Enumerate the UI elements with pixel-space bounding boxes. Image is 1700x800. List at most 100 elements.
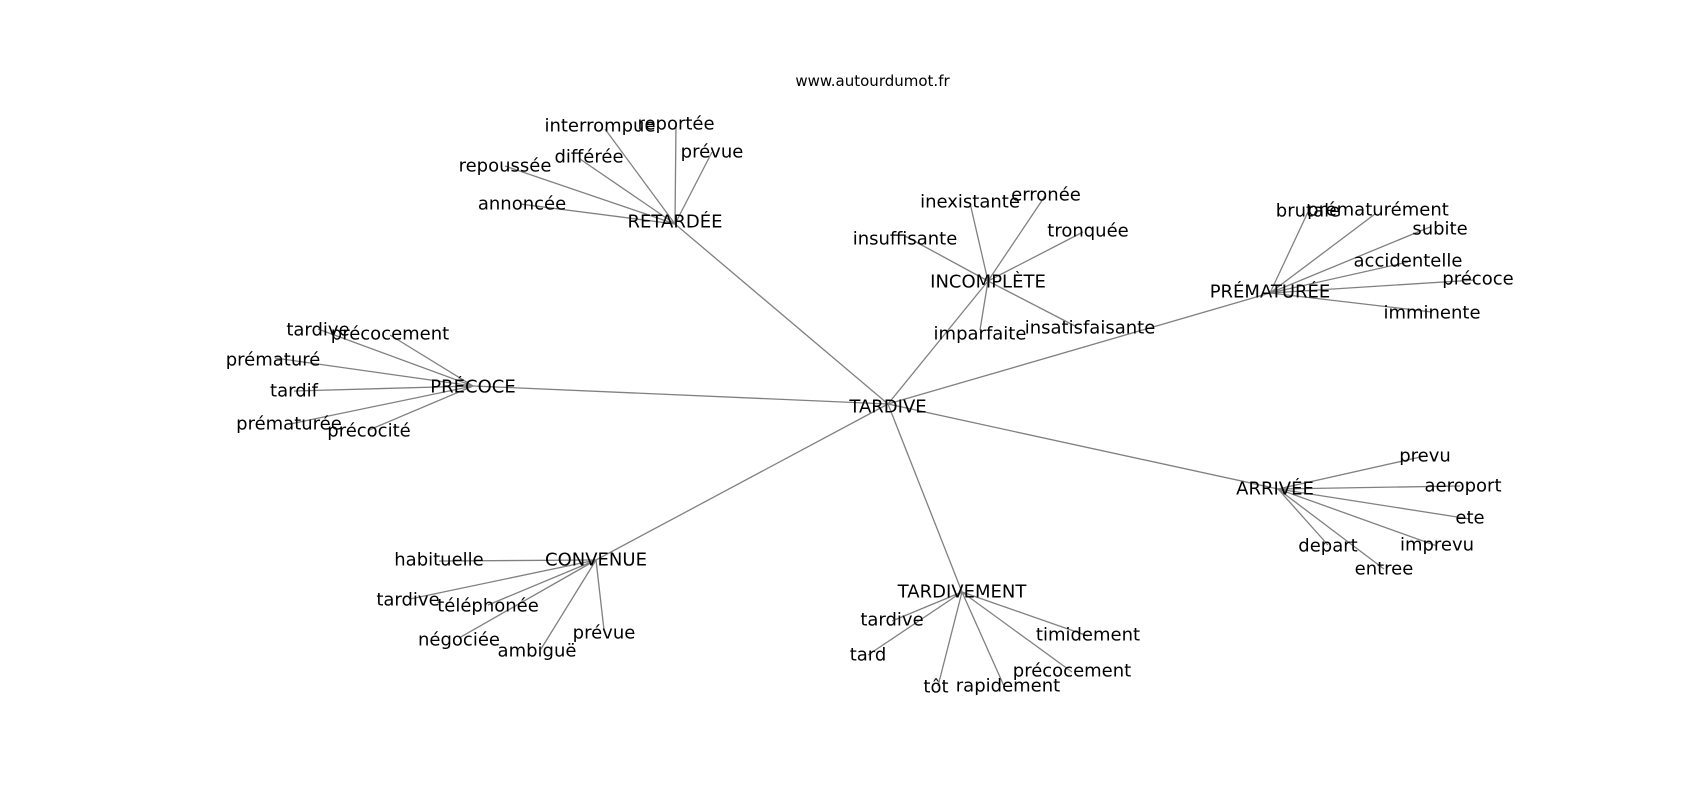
leaf-retardee-interrompue[interactable]: interrompue <box>544 116 655 137</box>
edge-root-tardivement <box>887 403 963 593</box>
leaf-prematuree-precoce[interactable]: précoce <box>1442 269 1513 290</box>
leaf-precoce-premature[interactable]: prématuré <box>226 350 321 371</box>
leaf-convenue-prevue[interactable]: prévue <box>573 623 636 644</box>
edge-convenue-tardive <box>409 559 597 600</box>
edge-retardee-reportee <box>674 122 677 225</box>
edge-tardivement-precocement <box>961 591 1073 673</box>
edge-tardivement-timidement <box>961 591 1089 637</box>
leaf-retardee-prevue[interactable]: prévue <box>681 142 744 163</box>
edge-convenue-prevue <box>595 559 605 631</box>
leaf-retardee-differee[interactable]: différée <box>554 147 623 168</box>
leaf-precoce-precocite[interactable]: précocité <box>327 421 410 442</box>
edge-incomplete-insatisfaisante <box>987 280 1076 327</box>
leaf-tardivement-tard[interactable]: tard <box>850 645 887 666</box>
edge-prematuree-precoce <box>1269 279 1476 294</box>
edge-tardivement-tardive <box>891 591 963 622</box>
edge-tardivement-tot <box>937 591 963 687</box>
edge-precoce-tardif <box>293 385 474 392</box>
leaf-convenue-habituelle[interactable]: habituelle <box>394 550 483 571</box>
edge-incomplete-tronquee <box>987 231 1084 282</box>
edge-root-prematuree <box>887 292 1271 405</box>
edge-prematuree-imminente <box>1269 292 1433 313</box>
leaf-tardivement-precocement[interactable]: précocement <box>1013 661 1131 682</box>
hub-convenue[interactable]: CONVENUE <box>545 550 647 571</box>
edge-arrivee-prevu <box>1277 455 1426 490</box>
leaf-retardee-reportee[interactable]: reportée <box>637 114 714 135</box>
edge-arrivee-imprevu <box>1277 488 1438 547</box>
leaf-incomplete-imparfaite[interactable]: imparfaite <box>934 324 1027 345</box>
edge-arrivee-aeroport <box>1277 485 1461 490</box>
leaf-incomplete-insuffisante[interactable]: insuffisante <box>853 229 958 250</box>
leaf-prematuree-subite[interactable]: subite <box>1412 219 1467 240</box>
edge-root-precoce <box>472 385 889 405</box>
edge-retardee-differee <box>579 158 676 225</box>
leaf-tardivement-tot[interactable]: tôt <box>923 677 948 698</box>
leaf-convenue-telephonee[interactable]: téléphonée <box>437 596 539 617</box>
leaf-convenue-negociee[interactable]: négociée <box>418 630 500 651</box>
leaf-prematuree-brutale[interactable]: brutale <box>1276 201 1340 222</box>
edge-incomplete-imparfaite <box>979 280 989 331</box>
leaf-arrivee-ete[interactable]: ete <box>1455 508 1484 529</box>
leaf-arrivee-prevu[interactable]: prevu <box>1399 446 1451 467</box>
hub-precoce[interactable]: PRÉCOCE <box>430 376 515 398</box>
edge-tardivement-rapidement <box>961 591 1005 687</box>
edge-incomplete-erronee <box>987 195 1046 282</box>
hub-tardivement[interactable]: TARDIVEMENT <box>897 582 1028 603</box>
leaf-incomplete-erronee[interactable]: erronée <box>1011 185 1081 206</box>
edge-convenue-negociee <box>458 559 597 639</box>
root-node[interactable]: TARDIVE <box>848 397 926 418</box>
edge-arrivee-ete <box>1277 488 1471 520</box>
edge-retardee-repoussee <box>504 165 676 225</box>
edge-precoce-premature <box>274 357 474 387</box>
hub-arrivee[interactable]: ARRIVÉE <box>1236 478 1314 500</box>
edge-convenue-telephonee <box>487 559 597 606</box>
hub-prematuree[interactable]: PRÉMATURÉE <box>1210 281 1331 303</box>
leaf-tardivement-timidement[interactable]: timidement <box>1036 625 1140 646</box>
leaf-retardee-repoussee[interactable]: repoussée <box>459 156 552 177</box>
edge-root-incomplete <box>887 280 989 405</box>
edge-precoce-precocement <box>389 334 474 387</box>
edge-precoce-tardive <box>317 328 474 387</box>
leaf-precoce-prematuree[interactable]: prématurée <box>236 414 342 435</box>
leaf-retardee-annoncee[interactable]: annoncée <box>478 194 566 215</box>
leaf-incomplete-insatisfaisante[interactable]: insatisfaisante <box>1025 318 1156 339</box>
hub-retardee[interactable]: RETARDÉE <box>628 211 723 233</box>
leaf-prematuree-imminente[interactable]: imminente <box>1383 303 1480 324</box>
leaf-arrivee-entree[interactable]: entree <box>1355 559 1414 580</box>
edge-root-convenue <box>595 403 889 561</box>
edge-root-retardee <box>674 223 889 405</box>
leaf-incomplete-tronquee[interactable]: tronquée <box>1047 221 1128 242</box>
leaf-precoce-tardif[interactable]: tardif <box>270 381 319 402</box>
edge-retardee-annoncee <box>519 203 676 225</box>
leaf-prematuree-prematurement[interactable]: prématurément <box>1307 200 1449 221</box>
edge-precoce-precocite <box>368 385 474 431</box>
edge-prematuree-prematurement <box>1269 213 1376 294</box>
edge-prematuree-brutale <box>1269 211 1309 294</box>
edge-retardee-interrompue <box>604 128 676 225</box>
edge-incomplete-insuffisante <box>904 235 989 282</box>
leaf-incomplete-inexistante[interactable]: inexistante <box>920 192 1020 213</box>
leaf-prematuree-accidentelle[interactable]: accidentelle <box>1354 251 1463 272</box>
leaf-precoce-tardive[interactable]: tardive <box>286 320 349 341</box>
leaf-convenue-tardive[interactable]: tardive <box>376 590 439 611</box>
edge-precoce-prematuree <box>289 385 474 425</box>
leaf-convenue-ambigue[interactable]: ambiguë <box>498 641 577 662</box>
hub-incomplete[interactable]: INCOMPLÈTE <box>930 271 1046 293</box>
edge-prematuree-subite <box>1269 226 1431 294</box>
leaf-arrivee-depart[interactable]: depart <box>1298 536 1357 557</box>
edge-arrivee-entree <box>1277 488 1385 570</box>
leaf-tardivement-rapidement[interactable]: rapidement <box>956 676 1060 697</box>
edge-convenue-ambigue <box>540 559 597 650</box>
leaf-tardivement-tardive[interactable]: tardive <box>860 610 923 631</box>
edges <box>274 122 1476 687</box>
edge-root-arrivee <box>887 403 1279 490</box>
leaf-arrivee-aeroport[interactable]: aeroport <box>1424 476 1501 497</box>
edge-arrivee-depart <box>1277 488 1329 546</box>
edge-retardee-prevue <box>674 151 713 225</box>
edge-incomplete-inexistante <box>969 202 989 282</box>
leaf-arrivee-imprevu[interactable]: imprevu <box>1400 535 1474 556</box>
leaf-precoce-precocement[interactable]: précocement <box>331 324 449 345</box>
edge-convenue-habituelle <box>438 559 597 562</box>
